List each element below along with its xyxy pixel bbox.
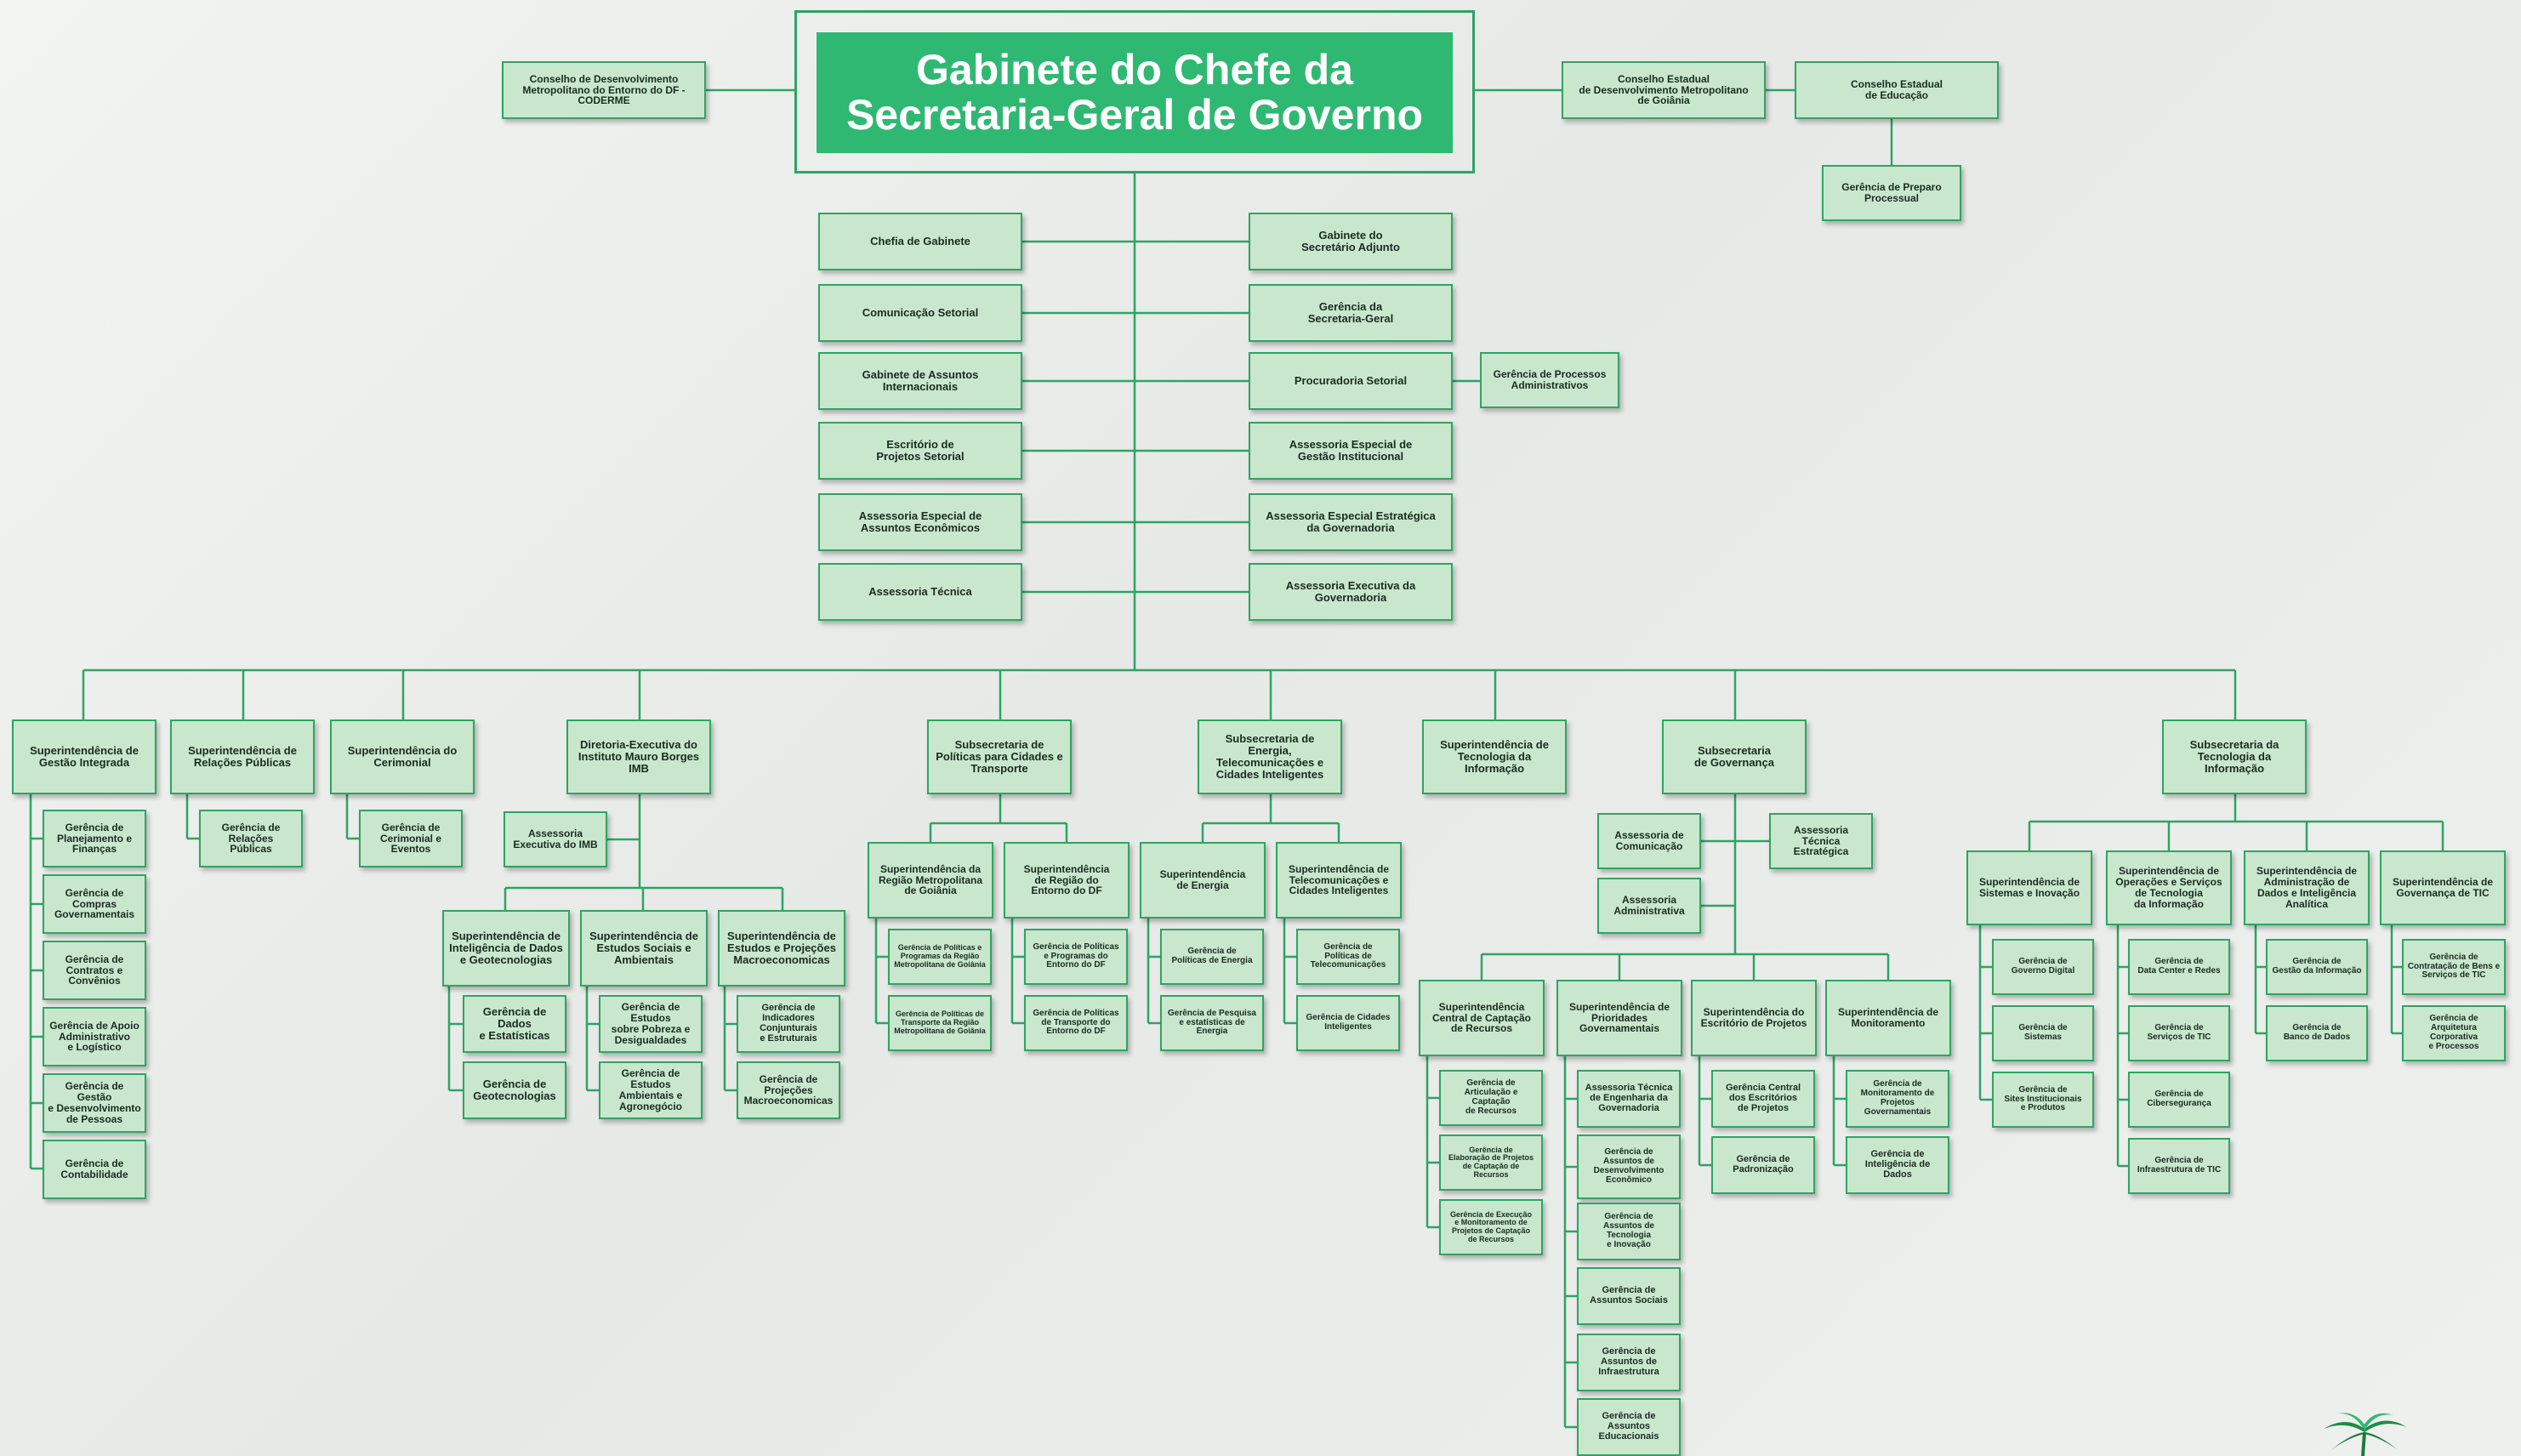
org-box-ger-processos-adm: Gerência de Processos Administrativos [1480,352,1619,408]
org-box-sup-captacao: Superintendência Central de Captação de … [1419,980,1545,1056]
org-box-g-cidades: Gerência de Cidades Inteligentes [1296,995,1400,1051]
org-box-g-pol-energia: Gerência de Políticas de Energia [1160,929,1264,985]
org-box-ass-esp-estrategica: Assessoria Especial Estratégica da Gover… [1249,493,1453,551]
org-box-gab-sec-adjunto: Gabinete do Secretário Adjunto [1249,213,1453,270]
org-box-g-servicos-tic: Gerência de Serviços de TIC [2128,1005,2230,1061]
org-box-g-tecnologia-inov: Gerência de Assuntos de Tecnologia e Ino… [1577,1203,1681,1260]
org-box-g-infraestrutura: Gerência de Assuntos de Infraestrutura [1577,1334,1681,1391]
org-box-sup-projecoes: Superintendência de Estudos e Projeções … [718,910,845,987]
org-box-sup-gestao-integrada: Superintendência de Gestão Integrada [12,719,156,794]
org-box-g-dados-estat: Gerência de Dados e Estatísticas [463,995,566,1053]
org-box-g-cerimonial: Gerência de Cerimonial e Eventos [359,810,463,867]
org-box-gab-assuntos-int: Gabinete de Assuntos Internacionais [818,352,1022,410]
org-box-g-padronizacao: Gerência de Padronização [1711,1136,1815,1194]
org-box-g-ciberseguranca: Gerência de Cibersegurança [2128,1072,2230,1128]
org-box-sup-relacoes: Superintendência de Relações Públicas [170,719,315,794]
org-box-g-transp-entorno: Gerência de Políticas de Transporte do E… [1024,995,1128,1051]
org-box-g-prog-entorno: Gerência de Políticas e Programas do Ent… [1024,929,1128,985]
org-box-ass-exec-governadoria: Assessoria Executiva da Governadoria [1249,563,1453,621]
org-box-sup-escritorio: Superintendência do Escritório de Projet… [1691,980,1817,1056]
org-box-sub-governanca: Subsecretaria de Governança [1662,719,1807,794]
org-box-sup-operacoes: Superintendência de Operações e Serviços… [2106,850,2232,925]
org-box-ass-administrativa: Assessoria Administrativa [1597,878,1701,934]
org-box-g-preparo: Gerência de Preparo Processual [1822,165,1961,221]
org-box-g-contratos: Gerência de Contratos e Convênios [43,941,146,1000]
org-box-ass-exec-imb: Assessoria Executiva do IMB [504,811,607,867]
org-box-g-educacionais: Gerência de Assuntos Educacionais [1577,1398,1681,1456]
org-box-ced-goiania: Conselho Estadual de Desenvolvimento Met… [1562,61,1766,119]
org-box-g-arquitetura: Gerência de Arquitetura Corporativa e Pr… [2402,1005,2506,1061]
org-box-g-desenv-econ: Gerência de Assuntos de Desenvolvimento … [1577,1135,1681,1199]
org-box-g-planejamento: Gerência de Planejamento e Finanças [43,810,146,867]
org-box-sup-rm-goiania: Superintendência da Região Metropolitana… [868,842,993,919]
org-box-sup-inteligencia: Superintendência de Inteligência de Dado… [442,910,570,987]
org-box-sup-sistemas: Superintendência de Sistemas e Inovação [1966,850,2092,925]
org-box-g-pobreza: Gerência de Estudos sobre Pobreza e Desi… [599,995,703,1053]
org-box-g-apoio: Gerência de Apoio Administrativo e Logís… [43,1007,146,1066]
org-box-g-intel-dados: Gerência de Inteligência de Dados [1846,1136,1949,1194]
org-box-chefia-gabinete: Chefia de Gabinete [818,213,1022,270]
palm-logo-icon [2324,1413,2407,1456]
org-box-g-geotec: Gerência de Geotecnologias [463,1061,566,1119]
org-box-ass-esp-gestao: Assessoria Especial de Gestão Institucio… [1249,422,1453,480]
org-box-ass-esp-economicos: Assessoria Especial de Assuntos Econômic… [818,493,1022,551]
org-box-g-monit-projetos: Gerência de Monitoramento de Projetos Go… [1846,1070,1949,1128]
org-box-dir-imb: Diretoria-Executiva do Instituto Mauro B… [566,719,711,794]
org-box-sub-ti: Subsecretaria da Tecnologia da Informaçã… [2162,719,2307,794]
org-box-ce-educacao: Conselho Estadual de Educação [1795,61,1999,119]
org-box-escritorio-projetos: Escritório de Projetos Setorial [818,422,1022,480]
org-box-g-execucao: Gerência de Execução e Monitoramento de … [1439,1199,1543,1255]
org-box-sup-prioridades: Superintendência de Prioridades Governam… [1556,980,1682,1056]
org-box-g-sites: Gerência de Sites Institucionais e Produ… [1992,1072,2094,1128]
org-box-ass-engenharia: Assessoria Técnica de Engenharia da Gove… [1577,1070,1681,1128]
org-box-ger-secretaria-geral: Gerência da Secretaria-Geral [1249,284,1453,342]
org-box-sup-energia: Superintendência de Energia [1140,842,1266,919]
org-box-g-compras: Gerência de Compras Governamentais [43,874,146,934]
org-box-g-banco-dados: Gerência de Banco de Dados [2266,1005,2368,1061]
org-box-ass-comunicacao: Assessoria de Comunicação [1597,813,1701,869]
org-box-sup-entorno: Superintendência de Região do Entorno do… [1004,842,1130,919]
org-box-g-sociais: Gerência de Assuntos Sociais [1577,1267,1681,1325]
org-box-g-indicadores: Gerência de Indicadores Conjunturais e E… [737,995,840,1053]
org-box-ass-tec-estrategica: Assessoria Técnica Estratégica [1769,813,1873,869]
page-title: Gabinete do Chefe da Secretaria-Geral de… [817,32,1453,153]
org-box-g-contabilidade: Gerência de Contabilidade [43,1140,146,1199]
org-box-g-articulacao: Gerência de Articulação e Captação de Re… [1439,1070,1543,1126]
org-box-g-relacoes: Gerência de Relações Públicas [199,810,303,867]
org-box-g-governo-digital: Gerência de Governo Digital [1992,939,2094,995]
org-box-coderme: Conselho de Desenvolvimento Metropolitan… [502,61,706,119]
org-box-sup-monitoramento: Superintendência de Monitoramento [1825,980,1951,1056]
org-box-sup-estudos-sociais: Superintendência de Estudos Sociais e Am… [580,910,708,987]
org-box-g-central-escritorios: Gerência Central dos Escritórios de Proj… [1711,1070,1815,1128]
head-frame [794,10,1475,173]
org-box-g-projecoes: Gerência de Projeções Macroeconomicas [737,1061,840,1119]
org-box-sup-cerimonial: Superintendência do Cerimonial [330,719,475,794]
org-box-g-contratacao: Gerência de Contratação de Bens e Serviç… [2402,939,2506,995]
org-box-sup-ti: Superintendência de Tecnologia da Inform… [1422,719,1567,794]
org-box-sub-energia: Subsecretaria de Energia, Telecomunicaçõ… [1198,719,1342,794]
org-box-procuradoria: Procuradoria Setorial [1249,352,1453,410]
org-box-g-pol-telecom: Gerência de Políticas de Telecomunicaçõe… [1296,929,1400,985]
org-box-comunicacao-setorial: Comunicação Setorial [818,284,1022,342]
org-box-g-infra-tic: Gerência de Infraestrutura de TIC [2128,1138,2230,1194]
org-box-ass-tecnica: Assessoria Técnica [818,563,1022,621]
org-box-sup-adm-dados: Superintendência de Administração de Dad… [2244,850,2370,925]
org-box-g-gestao-info: Gerência de Gestão da Informação [2266,939,2368,995]
org-box-sup-telecom: Superintendência de Telecomunicações e C… [1276,842,1402,919]
org-box-g-transp-goiania: Gerência de Políticas de Transporte da R… [888,995,992,1051]
org-box-g-sistemas: Gerência de Sistemas [1992,1005,2094,1061]
org-box-g-datacenter: Gerência de Data Center e Redes [2128,939,2230,995]
org-box-g-pesq-energia: Gerência de Pesquisa e estatísticas de E… [1160,995,1264,1051]
org-box-g-prog-goiania: Gerência de Políticas e Programas da Reg… [888,929,992,985]
org-box-sub-politicas: Subsecretaria de Políticas para Cidades … [927,719,1072,794]
org-box-sup-gov-tic: Superintendência de Governança de TIC [2380,850,2506,925]
org-box-g-elaboracao: Gerência de Elaboração de Projetos de Ca… [1439,1135,1543,1191]
org-box-g-ambientais: Gerência de Estudos Ambientais e Agroneg… [599,1061,703,1119]
org-box-g-pessoas: Gerência de Gestão e Desenvolvimento de … [43,1073,146,1133]
